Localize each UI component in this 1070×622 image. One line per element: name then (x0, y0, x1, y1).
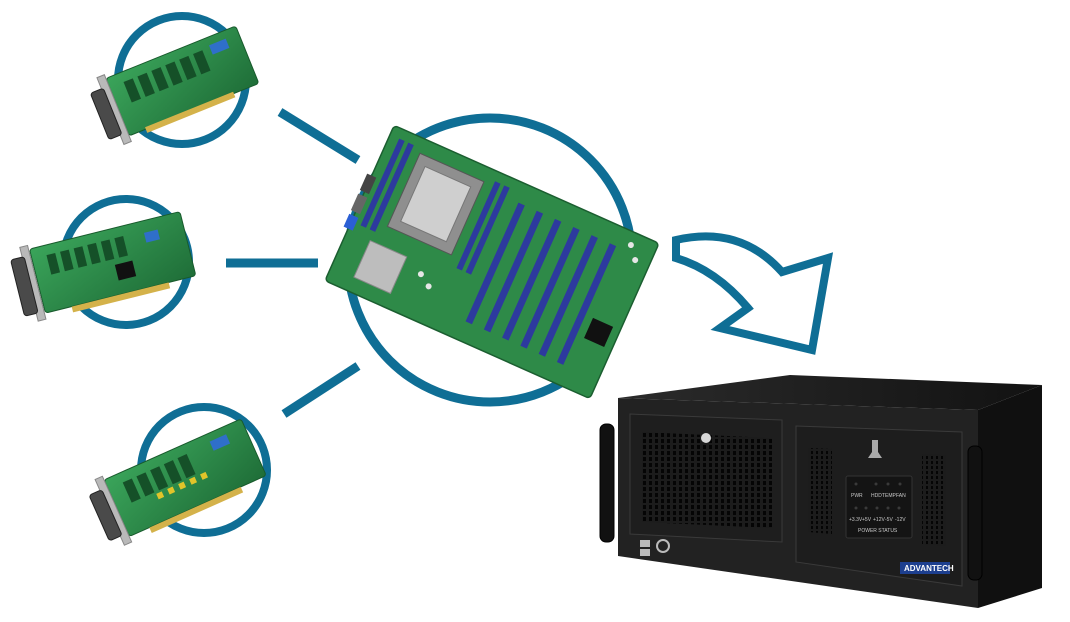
card-edge-connector (145, 91, 236, 133)
right-vent-left (808, 448, 832, 534)
usb-port (640, 549, 650, 556)
pcie-slots (465, 202, 617, 365)
chip (114, 260, 137, 281)
card-edge-connector (71, 282, 171, 313)
status-caption: POWER STATUS (858, 528, 898, 534)
db-connector (90, 88, 122, 140)
power-button-icon (656, 539, 670, 553)
expansion-card-top (90, 12, 259, 148)
connector-line-top (277, 108, 361, 164)
server-chassis: PWR HDD TEMP FAN +3.3V +5V +12V -5V -12V… (599, 375, 1042, 608)
usb-port (640, 540, 650, 547)
status-label-temp: TEMP (882, 493, 897, 499)
brand-badge (900, 562, 950, 574)
right-handle (967, 445, 983, 581)
brand-name: ADVANTECH (904, 564, 954, 573)
key-lock-icon (868, 440, 882, 458)
left-handle (599, 423, 615, 543)
db-connector (89, 490, 122, 541)
status-label-v12: +12V (873, 517, 885, 523)
dimm-slots (360, 138, 510, 275)
connector-lines (226, 108, 361, 418)
motherboard-hub (325, 113, 659, 407)
status-label-vneg12: -12V (895, 517, 906, 523)
status-label-vneg5: -5V (885, 517, 893, 523)
connector-line-bottom (281, 362, 361, 418)
status-label-hdd: HDD (871, 493, 882, 499)
chipset (584, 317, 614, 347)
right-vent-right (922, 454, 946, 546)
status-label-fan: FAN (896, 493, 906, 499)
status-label-pwr: PWR (851, 493, 863, 499)
door-vent (642, 432, 772, 528)
curved-arrow-icon (672, 232, 834, 355)
chassis-top (618, 375, 1042, 410)
expansion-card-middle (10, 195, 196, 329)
io-ports (343, 173, 377, 231)
status-label-v33: +3.3V (849, 517, 863, 523)
status-leds (854, 482, 902, 510)
card-edge-connector (149, 486, 244, 534)
db-connector (10, 256, 39, 317)
door-lock-icon (701, 433, 711, 443)
status-label-v5: +5V (862, 517, 872, 523)
chassis-side (978, 385, 1042, 608)
expansion-card-bottom (89, 403, 271, 546)
status-panel (845, 475, 913, 539)
